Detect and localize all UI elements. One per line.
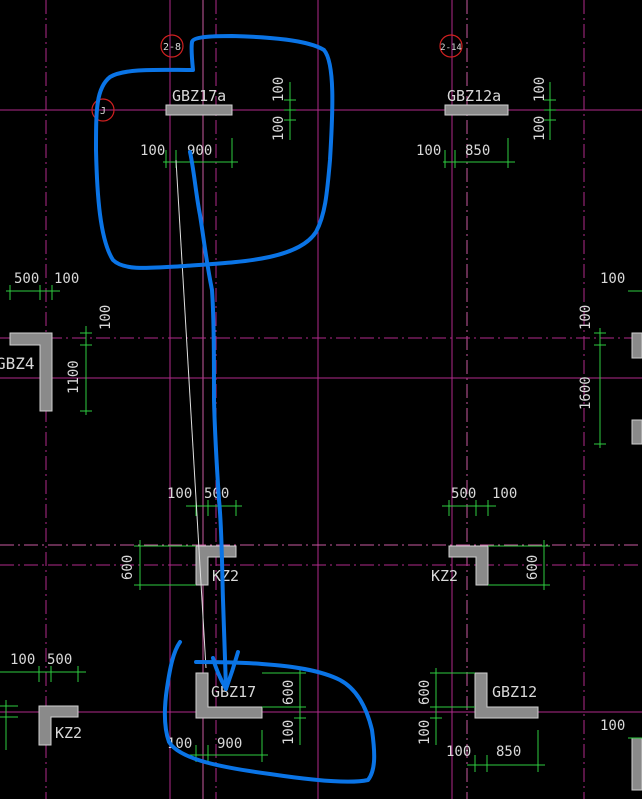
dimension-text: 600	[120, 555, 136, 580]
dimension-text: 100	[10, 652, 35, 668]
column-gbz17a-shape[interactable]	[165, 104, 233, 116]
axis-tag-circle	[91, 98, 115, 122]
dimension-text: 100	[578, 305, 594, 330]
column-label-gbz4[interactable]: GBZ4	[0, 354, 35, 373]
dimension-text: 600	[281, 680, 297, 705]
axis-tag-2-14[interactable]: 2-14	[439, 34, 463, 58]
dimension-text: 100	[492, 486, 517, 502]
dimension-text: 1100	[66, 360, 82, 394]
column-label-kz2-right[interactable]: KZ2	[431, 567, 458, 585]
column-right-edge-shape[interactable]	[631, 332, 642, 359]
column-labels: GBZ17a GBZ12a GBZ4 KZ2 KZ2 KZ2 GBZ17 GBZ…	[0, 87, 537, 742]
axis-tag-label: 2-14	[440, 43, 462, 53]
column-shapes	[9, 104, 642, 791]
axis-tag-label: 2-8	[163, 42, 181, 53]
column-label-gbz17[interactable]: GBZ17	[211, 683, 256, 701]
column-gbz4-shape[interactable]	[9, 332, 53, 412]
markup-arrow-shaft[interactable]	[188, 150, 228, 690]
markup-cloud-top[interactable]	[94, 34, 335, 270]
dimension-lines	[0, 82, 642, 772]
dimension-text: 900	[217, 736, 242, 752]
dimension-text: 100	[167, 486, 192, 502]
dimension-text: 600	[417, 680, 433, 705]
dimension-text: 100	[271, 116, 287, 141]
dimension-text: 100	[417, 720, 433, 745]
dimension-text: 100	[281, 720, 297, 745]
dimension-text: 100	[532, 116, 548, 141]
dimension-text: 500	[47, 652, 72, 668]
dimension-text: 100	[140, 143, 165, 159]
axis-tag-j[interactable]: J	[91, 98, 115, 122]
column-label-gbz12[interactable]: GBZ12	[492, 683, 537, 701]
dimension-texts: 100 100 100 900 100 100 100 850 500 100 …	[10, 77, 625, 760]
column-label-kz2-bottom-left[interactable]: KZ2	[55, 724, 82, 742]
dimension-text: 1600	[578, 376, 594, 410]
column-bottom-right-edge-shape[interactable]	[631, 737, 642, 791]
column-label-gbz17a[interactable]: GBZ17a	[172, 87, 226, 105]
dimension-text: 100	[54, 271, 79, 287]
axis-tag-label: J	[100, 106, 106, 117]
column-label-gbz12a[interactable]: GBZ12a	[447, 87, 501, 105]
dimension-text: 100	[98, 305, 114, 330]
dimension-text: 850	[496, 744, 521, 760]
dimension-text: 100	[271, 77, 287, 102]
markup-cloud-bottom[interactable]	[162, 640, 377, 784]
column-label-kz2-center[interactable]: KZ2	[212, 567, 239, 585]
dimension-text: 600	[525, 555, 541, 580]
dimension-text: 500	[451, 486, 476, 502]
dimension-text: 100	[600, 718, 625, 734]
axis-tag-circle	[160, 34, 184, 58]
dimension-text: 100	[446, 744, 471, 760]
markup-annotations	[94, 34, 377, 784]
dimension-text: 100	[532, 77, 548, 102]
axis-tag-circle	[439, 34, 463, 58]
column-kz2-bottom-left-shape[interactable]	[38, 705, 79, 746]
dimension-text: 500	[14, 271, 39, 287]
dimension-text: 100	[600, 271, 625, 287]
column-right-edge-shape[interactable]	[631, 419, 642, 445]
dimension-text: 900	[187, 143, 212, 159]
column-gbz12a-shape[interactable]	[444, 104, 509, 116]
leader-line	[175, 159, 207, 669]
axis-tag-2-8[interactable]: 2-8	[160, 34, 184, 58]
dimension-text: 100	[416, 143, 441, 159]
column-gbz12-shape[interactable]	[474, 672, 539, 719]
dimension-text: 850	[465, 143, 490, 159]
